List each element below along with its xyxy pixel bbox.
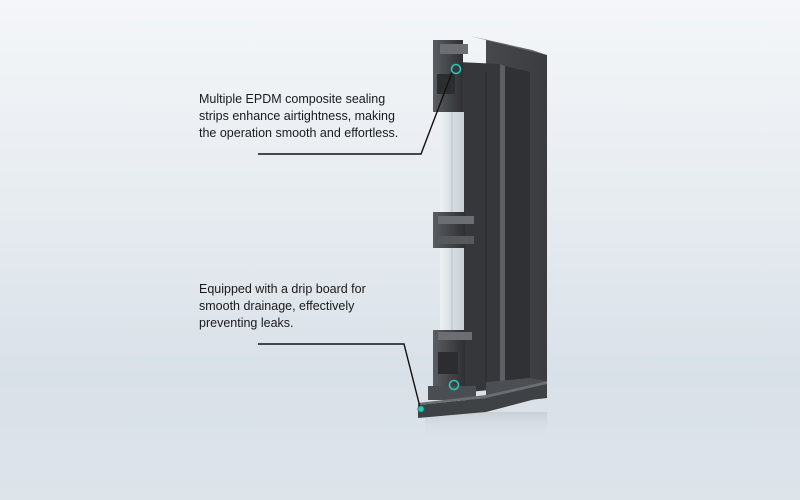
drip-leader-line — [258, 343, 421, 408]
drip-callout-line: Equipped with a drip board for — [199, 282, 366, 296]
profile-section-bottom-chamber — [438, 352, 458, 374]
frame-top — [470, 36, 547, 55]
drip-callout-line: smooth drainage, effectively — [199, 299, 355, 313]
sealing-callout-line: the operation smooth and effortless. — [199, 126, 399, 140]
drip-board-marker-icon — [417, 405, 425, 413]
sealing-callout-line: strips enhance airtightness, making — [199, 109, 395, 123]
floor-reflection — [425, 412, 547, 440]
drip-board-top — [418, 381, 547, 405]
sealing-strip-callout: Multiple EPDM composite sealing strips e… — [199, 91, 398, 142]
profile-section-top-chamber — [437, 74, 455, 94]
profile-section-bottom-cap — [438, 332, 472, 340]
sealing-strip-marker-icon — [450, 63, 462, 75]
drip-board-callout: Equipped with a drip board for smooth dr… — [199, 281, 366, 332]
profile-section-middle-cap2 — [438, 236, 474, 244]
sealing-callout-line: Multiple EPDM composite sealing — [199, 92, 386, 106]
frame-rebate-edge — [500, 64, 505, 389]
sealing-strip-marker-icon-bottom — [448, 379, 460, 391]
sealing-leader-line — [258, 69, 454, 155]
profile-section-middle-cap — [438, 216, 474, 224]
sash-face — [458, 62, 500, 393]
sill-step — [486, 378, 547, 395]
frame-rebate — [505, 66, 530, 388]
profile-section-base — [428, 386, 476, 400]
drip-callout-line: preventing leaks. — [199, 316, 294, 330]
drip-board — [418, 384, 547, 418]
profile-section-top-cap — [440, 44, 468, 54]
